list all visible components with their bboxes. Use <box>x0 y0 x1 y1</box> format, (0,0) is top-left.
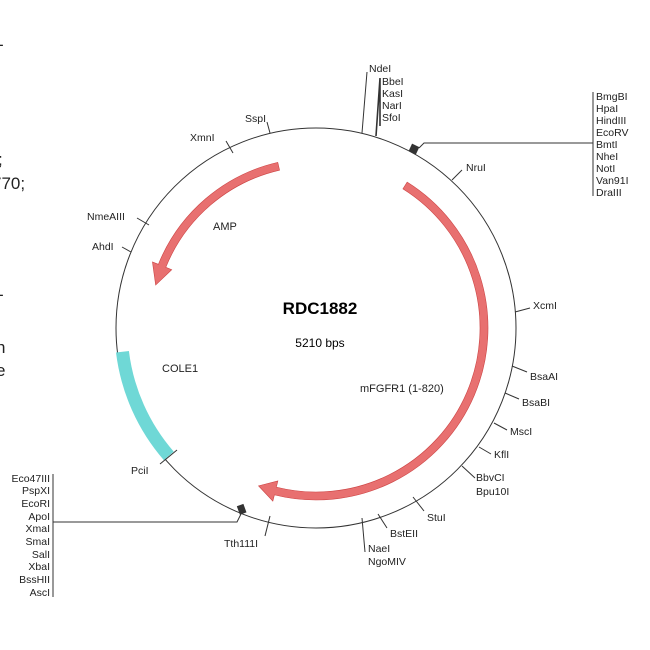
site[interactable]: Van91I <box>596 175 629 187</box>
mcs-right-list: BmgBI HpaI HindIII EcoRV BmtI NheI NotI … <box>596 91 629 199</box>
site-msci[interactable]: MscI <box>510 426 532 438</box>
doc-fragment: - <box>0 285 4 304</box>
site-xmni[interactable]: XmnI <box>190 132 215 144</box>
site-nmeaiii[interactable]: NmeAIII <box>87 211 125 223</box>
site[interactable]: PspXI <box>22 485 50 497</box>
site[interactable]: NheI <box>596 151 618 163</box>
site-bpu10i[interactable]: Bpu10I <box>476 486 509 498</box>
site[interactable]: AscI <box>30 587 50 599</box>
site-bsabi[interactable]: BsaBI <box>522 397 550 409</box>
site[interactable]: XbaI <box>28 561 50 573</box>
amp-label: AMP <box>213 221 237 233</box>
site-ndei[interactable]: NdeI <box>369 63 391 75</box>
doc-fragment: n <box>0 338 5 357</box>
site[interactable]: BmtI <box>596 139 618 151</box>
site-xcmi[interactable]: XcmI <box>533 300 557 312</box>
backbone-circle <box>115 127 517 529</box>
document-fragments: - ; 770; - n e <box>0 35 25 380</box>
site[interactable]: DraIII <box>596 187 622 199</box>
site[interactable]: SmaI <box>25 536 50 548</box>
site-stui[interactable]: StuI <box>427 512 446 524</box>
site[interactable]: EcoRV <box>596 127 629 139</box>
doc-fragment: 770; <box>0 174 25 193</box>
doc-fragment: e <box>0 361 5 380</box>
cole1-label: COLE1 <box>162 363 198 375</box>
doc-fragment: ; <box>0 150 3 169</box>
site[interactable]: Eco47III <box>11 473 50 485</box>
site-tth111i[interactable]: Tth111I <box>224 538 258 550</box>
site-bbei[interactable]: BbeI <box>382 76 404 88</box>
site[interactable]: XmaI <box>25 523 50 535</box>
amp-feature-arrow[interactable] <box>152 161 280 286</box>
doc-fragment: - <box>0 35 4 54</box>
mcs-marker <box>408 143 420 155</box>
site-nrui[interactable]: NruI <box>466 162 486 174</box>
site-ahdi[interactable]: AhdI <box>92 241 114 253</box>
site[interactable]: HpaI <box>596 103 618 115</box>
site-sspi[interactable]: SspI <box>245 113 266 125</box>
site-bbvci[interactable]: BbvCI <box>476 472 505 484</box>
site-kasi[interactable]: KasI <box>382 88 403 100</box>
mcs-marker <box>236 503 247 515</box>
site[interactable]: BssHII <box>19 574 50 586</box>
site[interactable]: HindIII <box>596 115 626 127</box>
plasmid-size: 5210 bps <box>295 336 344 350</box>
site-bsteii[interactable]: BstEII <box>390 528 418 540</box>
site-naei[interactable]: NaeI <box>368 543 390 555</box>
cole1-feature[interactable] <box>116 350 174 461</box>
site[interactable]: NotI <box>596 163 615 175</box>
site-ngomiv[interactable]: NgoMIV <box>368 556 406 568</box>
mfgfr1-feature-arrow[interactable] <box>257 181 489 502</box>
mfgfr1-label: mFGFR1 (1-820) <box>360 383 444 395</box>
site[interactable]: BmgBI <box>596 91 628 103</box>
site[interactable]: SalI <box>32 549 50 561</box>
site[interactable]: EcoRI <box>21 498 50 510</box>
site-nari[interactable]: NarI <box>382 100 402 112</box>
site-pcii[interactable]: PciI <box>131 465 149 477</box>
site-bsaai[interactable]: BsaAI <box>530 371 558 383</box>
plasmid-name: RDC1882 <box>283 299 358 318</box>
site-sfoi[interactable]: SfoI <box>382 112 401 124</box>
site[interactable]: ApoI <box>28 511 50 523</box>
site-kfli[interactable]: KflI <box>494 449 509 461</box>
mcs-left-list: Eco47III PspXI EcoRI ApoI XmaI SmaI SalI… <box>11 473 50 599</box>
